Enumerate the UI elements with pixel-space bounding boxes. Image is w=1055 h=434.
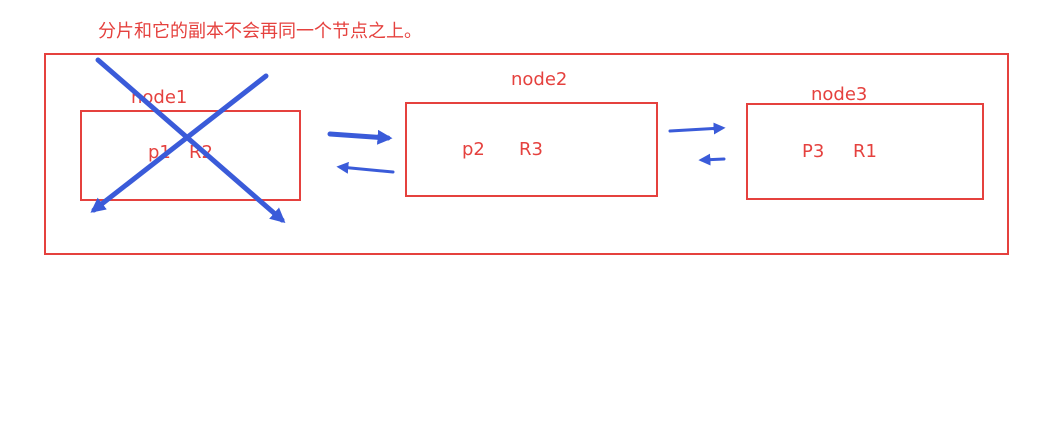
caption-text: 分片和它的副本不会再同一个节点之上。: [98, 21, 422, 42]
node2-primary-shard: p2: [462, 139, 485, 160]
node2-label: node2: [511, 69, 568, 90]
node3-label: node3: [811, 84, 868, 105]
node3-primary-shard: P3: [802, 141, 825, 162]
node2-replica-shard: R3: [519, 139, 543, 160]
cluster-frame: [44, 53, 1009, 255]
node1-label: node1: [131, 87, 188, 108]
node3-replica-shard: R1: [853, 141, 877, 162]
node1-replica-shard: R2: [189, 142, 213, 163]
node2-box: [405, 102, 658, 197]
node3-box: [746, 103, 984, 200]
node1-primary-shard: p1: [148, 142, 171, 163]
